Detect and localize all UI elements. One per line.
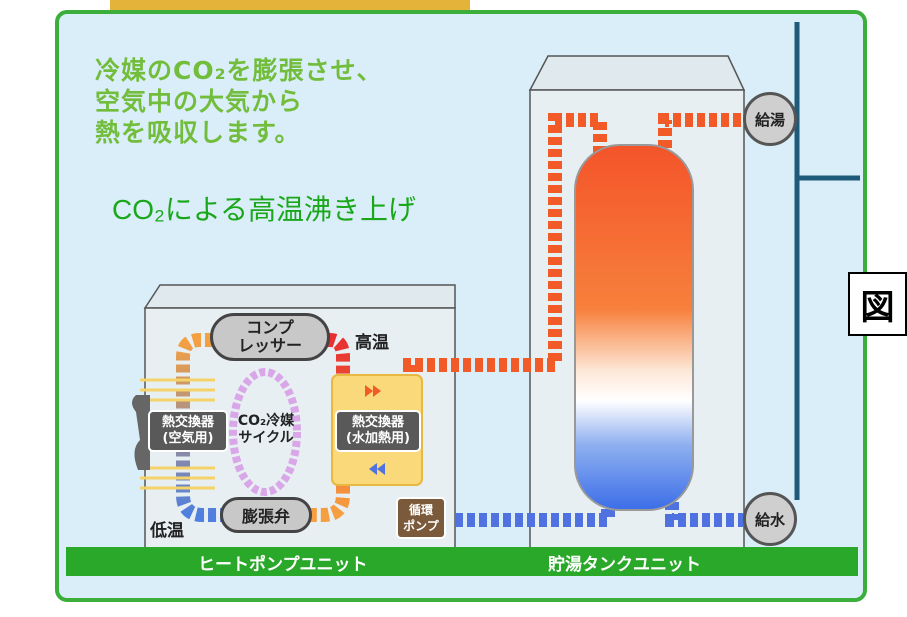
- heading-line-1: 冷媒のCO₂を膨張させ、: [95, 56, 383, 85]
- co2-cycle-label-line-1: CO₂冷媒: [237, 413, 295, 429]
- pump-line-2: ポンプ: [403, 519, 439, 533]
- navy-pipe: [794, 22, 860, 500]
- figure-label: 図: [848, 272, 907, 336]
- co2-cycle-ring: [229, 368, 301, 496]
- heading: 冷媒のCO₂を膨張させ、 空気中の大気から 熱を吸収します。: [95, 55, 515, 148]
- hot-pipes: [403, 113, 745, 420]
- hot-water-tank: [574, 144, 694, 511]
- fan-icon: [132, 395, 150, 470]
- unit-label-bar: [66, 547, 858, 576]
- pump-line-1: 循環: [408, 503, 433, 517]
- subtitle: CO₂による高温沸き上げ: [112, 194, 417, 225]
- expansion-valve-label: 膨張弁: [220, 497, 312, 533]
- high-temp-label: 高温: [355, 333, 389, 353]
- top-accent-bar: [110, 0, 470, 10]
- water-heat-exchanger-label: 熱交換器 (水加熱用): [335, 410, 421, 452]
- water-hx-line-1: 熱交換器: [351, 415, 404, 430]
- low-temp-label: 低温: [150, 521, 184, 541]
- compressor-label: コンプ レッサー: [210, 313, 330, 361]
- circulation-pump-label: 循環 ポンプ: [396, 497, 446, 539]
- co2-cycle-label-line-2: サイクル: [238, 430, 294, 446]
- air-heat-exchanger-grille: [140, 378, 215, 490]
- water-supply-label: 給水: [743, 492, 797, 546]
- air-hx-line-2: (空気用): [162, 431, 214, 446]
- co2-cycle-label: CO₂冷媒 サイクル: [236, 413, 296, 447]
- air-heat-exchanger-label: 熱交換器 (空気用): [148, 410, 228, 452]
- water-hx-line-2: (水加熱用): [346, 431, 410, 446]
- flow-arrows-icon: [365, 385, 385, 475]
- heat-pump-unit-label: ヒートポンプユニット: [198, 555, 368, 575]
- heading-line-3: 熱を吸収します。: [95, 118, 301, 147]
- air-hx-line-1: 熱交換器: [161, 415, 214, 430]
- hot-water-supply-label: 給湯: [743, 92, 797, 146]
- heading-line-2: 空気中の大気から: [95, 87, 304, 116]
- compressor-label-line-2: レッサー: [237, 336, 302, 355]
- storage-tank-unit-label: 貯湯タンクユニット: [548, 555, 701, 575]
- compressor-label-line-1: コンプ: [246, 318, 294, 337]
